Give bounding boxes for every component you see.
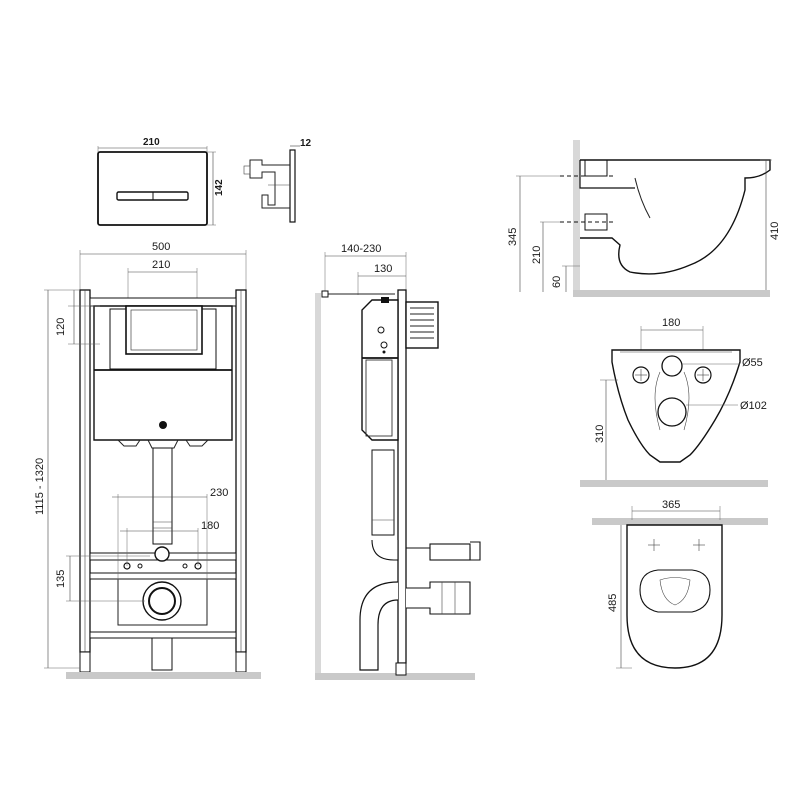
bowl-rear-view: 180 Ø55 Ø102 310 [580,317,768,487]
flush-plate-side: 12 [243,138,312,223]
top-width-label: 365 [662,499,680,511]
side-view: 140-230 130 [315,243,481,680]
plate-width-label: 210 [143,137,160,148]
rear-depth-label: 310 [594,425,606,443]
frame-width-label: 500 [152,241,170,253]
bolt-spacing-label: 180 [662,317,680,329]
flush-plate-front: 210 142 [97,137,225,226]
button-offset-label: 120 [55,318,67,336]
hole-small-label: Ø55 [742,357,763,369]
drain-inner-label: 180 [201,520,219,532]
low-height-label: 60 [551,276,563,288]
plate-depth-label: 12 [300,138,312,149]
drain-height-label: 135 [55,570,67,588]
height-range-label: 1115 - 1320 [34,458,46,515]
top-length-label: 485 [607,594,619,612]
drain-outer-label: 230 [210,487,228,499]
hole-large-label: Ø102 [740,400,767,412]
wall-depth-label: 140-230 [341,243,381,255]
tank-width-label: 210 [152,259,170,271]
mid-height-label: 210 [531,246,543,264]
bowl-side-view: 345 210 60 410 [507,140,781,297]
bowl-top-view: 365 485 [592,499,768,669]
frame-depth-label: 130 [374,263,392,275]
front-view: 500 210 [34,241,261,679]
plate-height-label: 142 [214,179,225,196]
total-height-label: 410 [769,222,781,240]
top-height-label: 345 [507,228,519,246]
